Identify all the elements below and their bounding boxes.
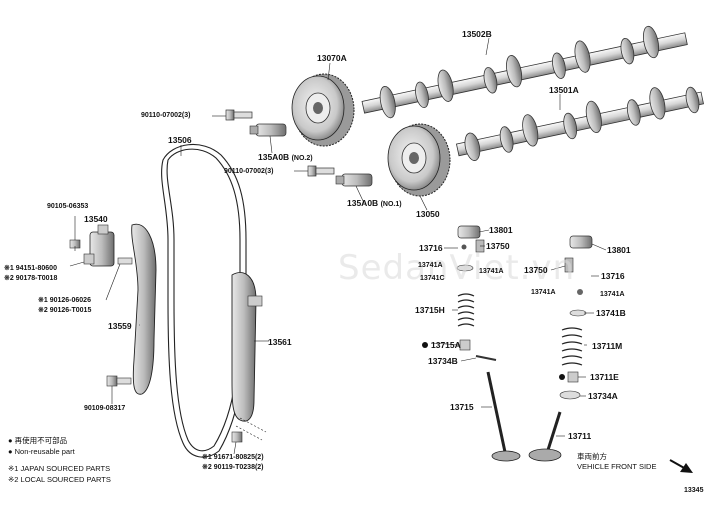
label-90110-upper: 90110-07002(3) <box>141 112 191 119</box>
label-13715a: 13715A <box>431 340 461 350</box>
label-13734a: 13734A <box>588 391 618 401</box>
label-13741a-int-1: 13741A <box>531 289 556 296</box>
label-13716-int: 13716 <box>601 271 625 281</box>
camshaft-13501a <box>455 86 704 161</box>
label-13741b: 13741B <box>596 308 626 318</box>
label-94151: ※1 94151-80600 <box>4 265 57 272</box>
label-13711e: 13711E <box>590 372 619 382</box>
label-13501a: 13501A <box>549 85 579 95</box>
oil-control-valve-no2 <box>249 123 287 137</box>
vehicle-front-arrow <box>669 459 693 473</box>
label-135a0b-no1: 135A0B (NO.1) <box>347 198 402 210</box>
label-135a0b-no2: 135A0B (NO.2) <box>258 152 313 164</box>
valve-train-intake <box>528 235 593 462</box>
label-90119: ※2 90119-T0238(2) <box>202 464 264 471</box>
label-13734b: 13734B <box>428 356 458 366</box>
variant-no1: (NO.1) <box>380 201 402 208</box>
bolt-90110-upper <box>225 109 253 121</box>
bolt-90109 <box>106 375 132 387</box>
label-13715h: 13715H <box>415 305 445 315</box>
bullet-dot-icon: ● <box>8 436 13 445</box>
label-13715: 13715 <box>450 402 474 412</box>
watermark: SedanViet.vn <box>338 248 576 288</box>
timing-chain-13506 <box>161 143 247 458</box>
diagram-number: 13345 <box>684 487 704 494</box>
variant-no2: (NO.2) <box>291 155 313 162</box>
label-90126-jp: ※1 90126-06026 <box>38 297 91 304</box>
label-13070a: 13070A <box>317 53 347 63</box>
legend-local: ※2 LOCAL SOURCED PARTS <box>8 475 111 484</box>
chain-guide-13559 <box>131 223 157 395</box>
bolt-90110-lower <box>307 165 335 177</box>
legend-text: 再使用不可部品 <box>14 436 68 445</box>
label-13741a-exh-2: 13741A <box>479 268 504 275</box>
label-90109: 90109-08317 <box>84 405 126 412</box>
label-13801-int: 13801 <box>607 245 631 255</box>
legend-reuse-jp: ● 再使用不可部品 <box>8 436 67 446</box>
bullet-dot-icon: ● <box>8 447 13 456</box>
label-13741a-int-2: 13741A <box>600 291 625 298</box>
label-90105: 90105-06353 <box>47 203 89 210</box>
label-13750-exh: 13750 <box>486 241 510 251</box>
label-13506: 13506 <box>168 135 192 145</box>
label-13741c: 13741C <box>420 275 445 282</box>
non-reusable-markers <box>422 342 565 380</box>
label-90178: ※2 90178-T0018 <box>4 275 58 282</box>
legend-nonreuse-en: ● Non-reusable part <box>8 447 75 457</box>
label-13801-exh: 13801 <box>489 225 513 235</box>
leader-lines <box>69 37 607 455</box>
bolt-91671 <box>231 431 243 443</box>
part-number: 135A0B <box>258 152 290 162</box>
label-90110-lower: 90110-07002(3) <box>224 168 274 175</box>
vehicle-front-jp: 車両前方 <box>577 452 607 461</box>
sprocket-13070a <box>291 73 355 147</box>
label-13711m: 13711M <box>592 341 623 351</box>
vehicle-front-en: VEHICLE FRONT SIDE <box>577 462 657 471</box>
label-13540: 13540 <box>84 214 108 224</box>
legend-japan: ※1 JAPAN SOURCED PARTS <box>8 464 111 473</box>
camshaft-13502b <box>361 25 688 119</box>
part-number: 135A0B <box>347 198 379 208</box>
label-13750-int: 13750 <box>524 265 548 275</box>
label-13716-exh: 13716 <box>419 243 443 253</box>
chain-tensioner-13540 <box>83 224 115 267</box>
oil-control-valve-no1 <box>335 173 373 187</box>
legend-text: Non-reusable part <box>14 447 75 456</box>
label-13559: 13559 <box>108 321 132 331</box>
label-13561: 13561 <box>268 337 292 347</box>
label-13711: 13711 <box>568 431 592 441</box>
chain-guide-13561 <box>231 272 263 422</box>
label-90126-local: ※2 90126-T0015 <box>38 307 92 314</box>
label-13502b: 13502B <box>462 29 492 39</box>
sprocket-13050 <box>387 123 451 197</box>
label-91671: ※1 91671-80825(2) <box>202 454 264 461</box>
label-13050: 13050 <box>416 209 440 219</box>
stud-90126 <box>117 257 133 265</box>
dotted-guides <box>235 417 267 441</box>
label-13741a-exh-1: 13741A <box>418 262 443 269</box>
